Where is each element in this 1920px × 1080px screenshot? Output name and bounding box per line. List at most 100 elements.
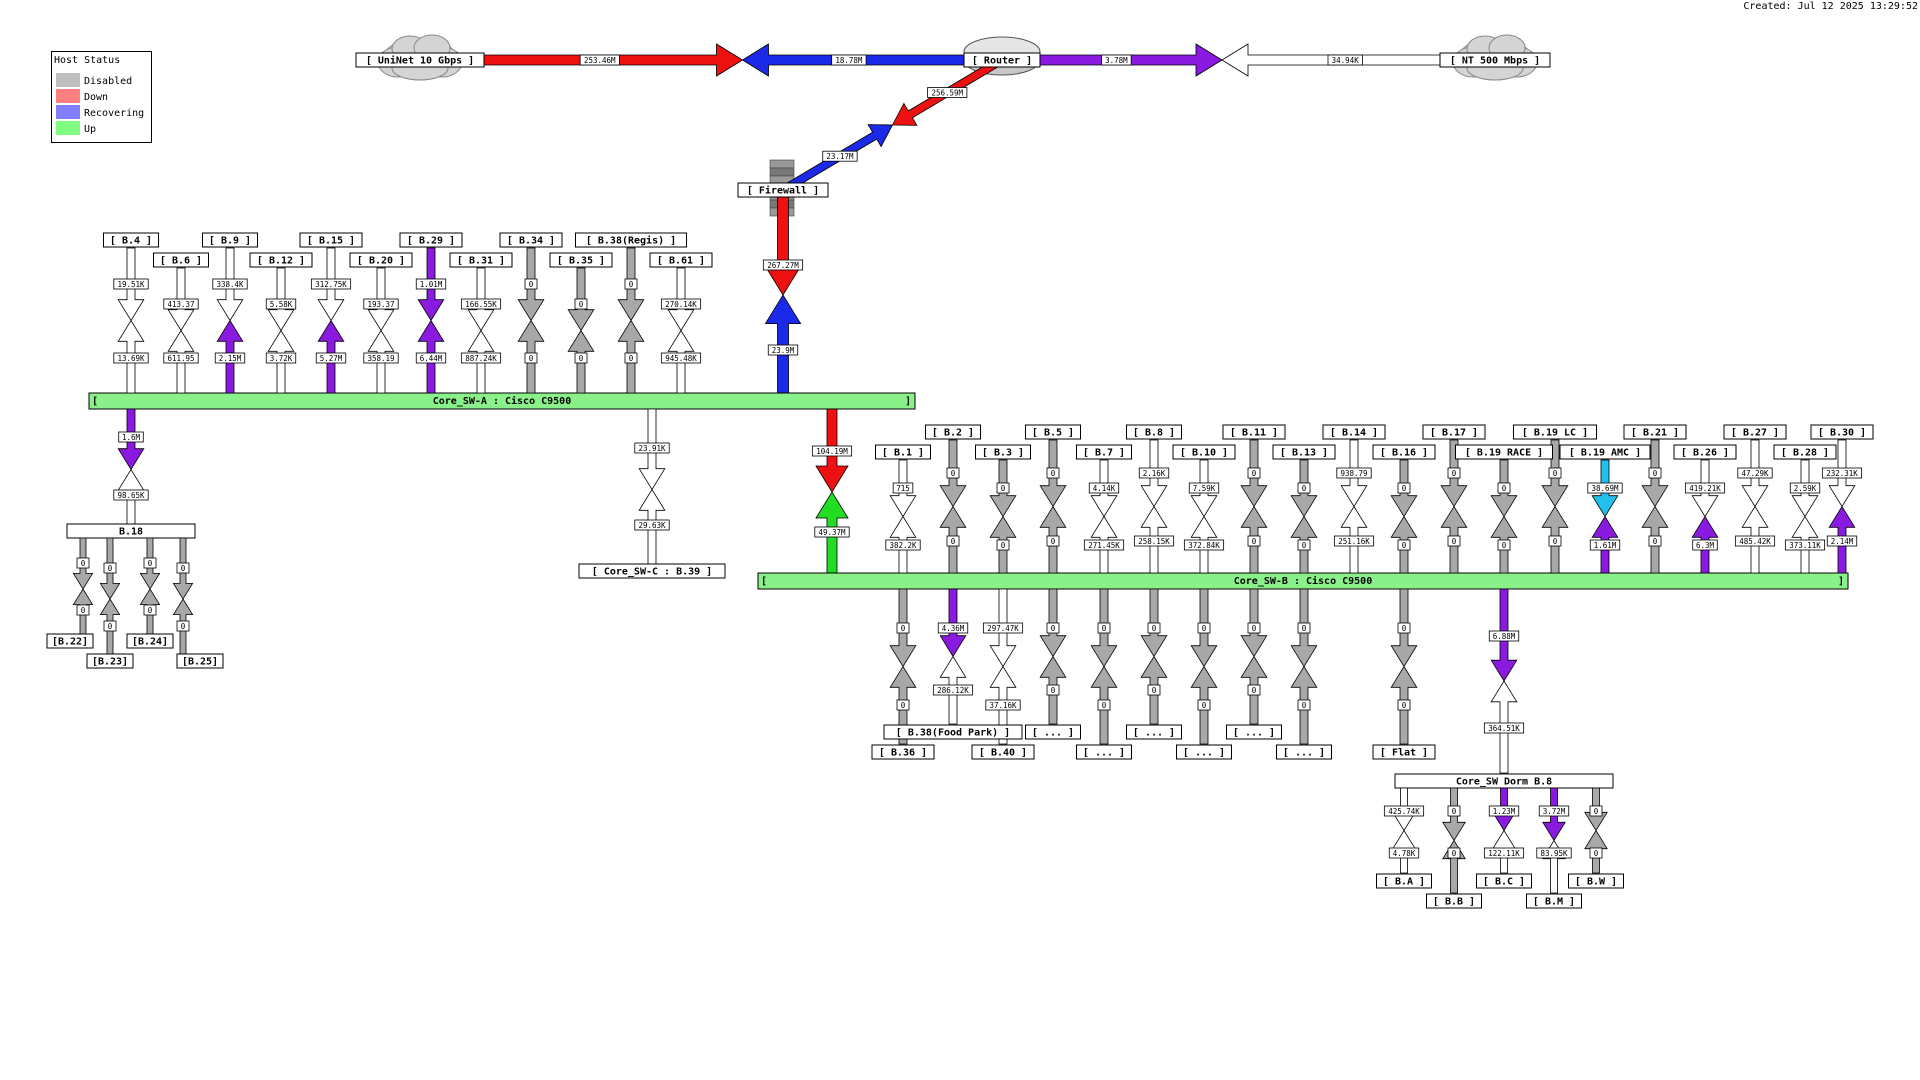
link-bM-in-value-box	[1536, 847, 1572, 859]
link-b27-in-value: 485.42K	[1739, 537, 1771, 546]
link-b30-in-value-box	[1826, 535, 1858, 547]
created-timestamp: Created: Jul 12 2025 13:29:52	[1743, 1, 1918, 12]
link-bC-in-value: 122.11K	[1488, 849, 1520, 858]
node-router-label: [ Router ]	[972, 56, 1032, 67]
link-b38f-out-value-box	[937, 622, 969, 634]
link-flat-in-value: 0	[1402, 701, 1407, 710]
link-fw-in-value-box	[822, 150, 858, 162]
link-b8-in-value: 258.15K	[1138, 537, 1170, 546]
node-b15-box	[299, 232, 363, 248]
link-flat-out-value-box	[1397, 622, 1411, 634]
link-b19a-in-value: 1.61M	[1594, 541, 1617, 550]
node-dotsE-box	[1226, 724, 1282, 740]
link-dorm-out-value: 6.88M	[1493, 632, 1516, 641]
host-status-legend: Host Status Disabled Down Recovering Up	[51, 51, 152, 143]
node-dotsD-label: [ ... ]	[1183, 748, 1225, 759]
node-b19l-label: [ B.19 LC ]	[1522, 428, 1588, 439]
link-b12-out-value: 5.58K	[270, 300, 293, 309]
node-b13-box	[1272, 444, 1336, 460]
link-b19a-in-value-box	[1589, 539, 1621, 551]
link-b28-in-value: 373.11K	[1789, 541, 1821, 550]
link-dorm-in-value: 364.51K	[1488, 724, 1520, 733]
link-uninet-out-value-box	[579, 54, 620, 66]
link-b26-out-value: 419.21K	[1689, 484, 1721, 493]
link-dotsB-in-value-box	[1097, 699, 1111, 711]
node-b36-label: [ B.36 ]	[879, 748, 927, 759]
node-b31-box	[449, 252, 513, 268]
link-b11-in-value: 0	[1252, 537, 1257, 546]
legend-title: Host Status	[54, 55, 121, 66]
link-b20-out-value: 193.37	[367, 300, 394, 309]
link-uninet-out-value: 253.46M	[584, 56, 616, 65]
node-b38f-label: [ B.38(Food Park) ]	[896, 728, 1010, 739]
node-b11-box	[1222, 424, 1286, 440]
link-b24-out-value: 0	[148, 559, 153, 568]
node-dotsC-label: [ ... ]	[1133, 728, 1175, 739]
node-nt-label: [ NT 500 Mbps ]	[1450, 56, 1540, 67]
node-dotsF-box	[1276, 744, 1332, 760]
node-b22-box	[46, 633, 94, 649]
link-b24-in-value: 0	[148, 606, 153, 615]
link-b4-out-value-box	[113, 278, 149, 290]
link-b38r-in-value: 0	[629, 354, 634, 363]
link-b17-in-value: 0	[1452, 537, 1457, 546]
node-bM-box	[1526, 893, 1582, 909]
link-b15-out-value-box	[310, 278, 352, 290]
link-b19r-in-value: 0	[1502, 541, 1507, 550]
node-b20-label: [ B.20 ]	[357, 256, 405, 267]
link-b29-out-value-box	[415, 278, 447, 290]
node-b1-label: [ B.1 ]	[882, 448, 924, 459]
link-dotsF-out-value: 0	[1302, 624, 1307, 633]
node-b2-box	[925, 424, 981, 440]
node-b34-box	[499, 232, 563, 248]
link-b10-out-value-box	[1188, 482, 1220, 494]
legend-label-recovering: Recovering	[84, 108, 145, 119]
link-b38r-out-value-box	[624, 278, 638, 290]
link-dotsD-out-value-box	[1197, 622, 1211, 634]
link-b27-out-value-box	[1737, 467, 1773, 479]
link-b7-out-value: 4.14K	[1093, 484, 1116, 493]
link-nt-out-value-box	[1101, 54, 1132, 66]
link-b12-in-value-box	[265, 352, 297, 364]
link-b19l-out-value: 0	[1553, 469, 1558, 478]
firewall-brick	[769, 167, 795, 177]
link-b1-in-value: 382.2K	[889, 541, 917, 550]
node-b18-label: B.18	[119, 527, 143, 538]
link-b36-in-value-box	[896, 699, 910, 711]
link-core_b-out-value: 104.19M	[816, 447, 848, 456]
node-firewall-label: [ Firewall ]	[747, 185, 819, 197]
link-dotsC-out-value-box	[1147, 622, 1161, 634]
link-b24-out-value-box	[143, 557, 157, 569]
link-b38f-in-value: 286.12K	[937, 686, 969, 695]
core-b-right-bracket: ]	[1838, 576, 1844, 587]
node-router-box	[963, 52, 1041, 68]
link-core_c-in-value-box	[634, 519, 670, 531]
link-b34-in-value-box	[524, 352, 538, 364]
link-nt-in-value: 34.94K	[1332, 56, 1360, 65]
link-b4-in-value-box	[113, 352, 149, 364]
link-b1-in-value-box	[885, 539, 921, 551]
link-bA-out-value: 425.74K	[1388, 807, 1420, 816]
node-b26-box	[1673, 444, 1737, 460]
node-b23-box	[86, 653, 134, 669]
link-b29-in-value: 6.44M	[420, 354, 443, 363]
link-b4-in-value: 13.69K	[117, 354, 145, 363]
node-bC-label: [ B.C ]	[1483, 877, 1525, 888]
link-core_c-in-value: 29.63K	[638, 521, 666, 530]
link-bW-in-value-box	[1589, 847, 1603, 859]
node-bA-box	[1376, 873, 1432, 889]
link-core_a-in-value-box	[767, 344, 799, 356]
link-b14-out-value: 938.79	[1340, 469, 1367, 478]
node-b22-label: [B.22]	[52, 637, 88, 648]
link-b11-out-value: 0	[1252, 469, 1257, 478]
link-b9-out-value: 338.4K	[216, 280, 244, 289]
link-bA-in-value-box	[1388, 847, 1420, 859]
link-core_c-out-value: 23.91K	[638, 444, 666, 453]
link-b8-out-value-box	[1138, 467, 1170, 479]
node-dotsA-box	[1025, 724, 1081, 740]
legend-swatch-recovering	[56, 105, 80, 119]
link-b16-in-value: 0	[1402, 541, 1407, 550]
node-b4-label: [ B.4 ]	[110, 236, 152, 247]
link-b2-in-value-box	[946, 535, 960, 547]
node-uninet-box	[355, 52, 485, 68]
